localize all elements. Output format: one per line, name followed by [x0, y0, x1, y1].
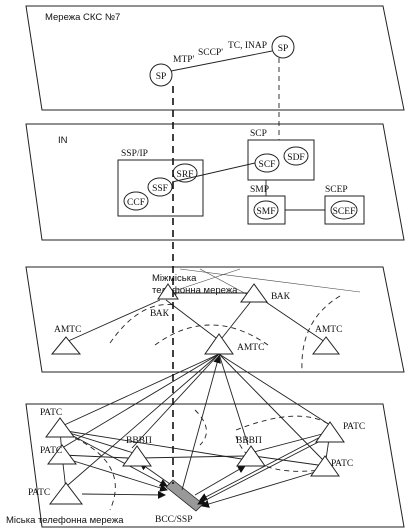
city-arc-top: [194, 409, 207, 446]
vvvp-left-node: [122, 445, 152, 467]
sccp-label: SCCP': [198, 48, 223, 58]
ratc-2-node: [47, 444, 77, 465]
amts-left-node: [50, 336, 82, 355]
vvvp-ratc5-link: [253, 455, 326, 467]
city-plane: [25, 403, 405, 528]
bak-amts-right-link: [259, 297, 326, 343]
smp-title: SMP: [250, 185, 269, 195]
ratc-5-node: [310, 455, 340, 477]
smf-function: [253, 200, 279, 220]
ratc-3-node: [48, 482, 84, 505]
bak-amts-link-left: [165, 299, 217, 339]
vvvp-ratc4-link: [253, 431, 331, 453]
ssf-scf-link: [171, 162, 256, 183]
ratc2-vvvp-link: [61, 454, 129, 459]
bg-link-2: [199, 268, 251, 297]
mtp-label: MTP': [173, 55, 195, 65]
sp-right-node: [271, 35, 295, 59]
vvvp-left-amts-link: [131, 353, 220, 449]
sp-left-node: [149, 63, 173, 87]
ratc-3-label: РАТС: [28, 488, 50, 498]
bak-right-label: ВАК: [271, 292, 291, 302]
ccf-label: CCF: [127, 198, 145, 208]
amts-center-label: АМТС: [237, 343, 264, 353]
bak-amts-left-link: [65, 299, 161, 343]
bcc-amts-link: [181, 355, 221, 491]
ratc4-amts-link: [218, 353, 331, 426]
smf-label: SMF: [256, 207, 275, 217]
srf-label: SRF: [177, 170, 194, 180]
city-plane-title: Міська телефонна мережа: [6, 515, 124, 526]
ratc2-bcc-arrow: [63, 457, 168, 492]
ratc-5-label: РАТС: [331, 459, 353, 469]
sdf-label: SDF: [287, 153, 304, 163]
vvvp-right-label: ВВВП: [236, 436, 262, 446]
amts-left-label: АМТС: [54, 325, 81, 335]
ratc5-bcc-arrow: [201, 469, 323, 508]
ratc-2-label: РАТС: [40, 446, 62, 456]
scp-title: SCP: [250, 129, 267, 139]
bcc-ssp-element: [165, 479, 204, 512]
ssp-ip-title: SSP/IP: [121, 149, 148, 159]
city-arc-right-bottom: [235, 435, 321, 472]
vvvp-right-node: [236, 445, 266, 467]
ratc1-amts-link: [61, 353, 220, 427]
bak-right-node: [240, 283, 268, 303]
sdf-function: [283, 146, 309, 166]
ratc-4-node: [315, 421, 345, 443]
region-arc-left: [109, 304, 176, 344]
ratc-4-label: РАТС: [343, 422, 365, 432]
tc-inap-label: TC, INAP: [228, 41, 267, 51]
ratc-1-label: РАТС: [40, 408, 62, 418]
ratc1-vvvp-right-link: [59, 429, 249, 461]
bcc-vvvp-right-arrow: [194, 465, 246, 496]
ccf-function: [123, 191, 149, 211]
bg-link-3: [164, 268, 241, 295]
scef-function: [330, 200, 358, 220]
amts-right-node: [311, 336, 341, 355]
ssf-label: SSF: [152, 184, 168, 194]
scf-label: SCF: [259, 160, 276, 170]
in-plane-title: IN: [58, 135, 68, 146]
region-arc-right: [301, 295, 341, 371]
ratc-1-node: [45, 417, 75, 438]
ratc3-bcc-arrow: [81, 490, 166, 499]
ratc2-amts-link: [61, 353, 220, 449]
bcc-ssp-label: BCC/SSP: [155, 515, 193, 525]
amts-right-label: АМТС: [315, 325, 342, 335]
ratc5-amts-link: [218, 353, 324, 461]
ratc1-bcc-arrow: [61, 429, 168, 487]
ss7-plane-title: Мережа СКС №7: [45, 12, 120, 23]
ss7-plane: [25, 5, 405, 111]
sp-right-label: SP: [278, 44, 289, 54]
vvvp-left-label: ВВВП: [126, 436, 152, 446]
ratc4-bcc-arrow-2: [197, 435, 331, 505]
bak-left-label: ВАК: [150, 309, 170, 319]
bak-amts-link-right: [221, 299, 253, 339]
bg-link-1: [179, 268, 361, 293]
long-distance-title-line2: телефонна мережа: [152, 285, 238, 296]
long-distance-plane: [25, 266, 405, 373]
city-arc-left: [74, 437, 116, 511]
scep-title: SCEP: [325, 185, 348, 195]
ssf-function: [147, 177, 173, 197]
sp-left-label: SP: [156, 72, 167, 82]
ss7-link: [170, 50, 273, 72]
scef-label: SCEF: [333, 207, 356, 217]
vvvp-right-amts-link: [218, 353, 249, 446]
long-distance-title-line1: Міжміська: [152, 273, 197, 284]
city-arc-right-top: [235, 415, 331, 431]
ratc1-vvvp-link: [59, 429, 141, 456]
ratc3-amts-link: [67, 353, 220, 486]
